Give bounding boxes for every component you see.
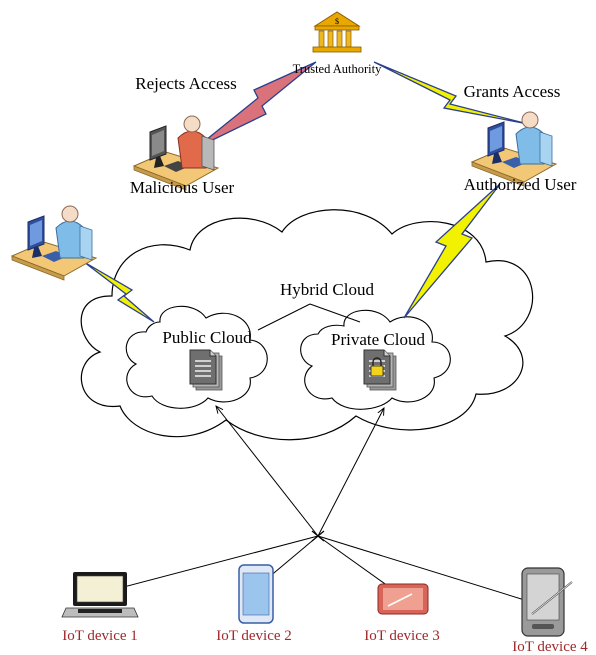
locked-document-icon [363,349,397,391]
trusted-authority-label: Trusted Authority [293,62,383,76]
arrow-to-private-cloud [317,408,384,537]
authorized-bolt [403,183,501,319]
smartphone-icon [238,564,274,624]
tablet-icon [377,583,429,615]
device-labels: IoT device 1 IoT device 2 IoT device 3 IoT … [62,628,588,655]
private-cloud-label: Private Cloud [331,330,425,349]
iot-arrows [119,406,545,607]
device-label-4: IoT device 4 [512,639,588,655]
device-label-2: IoT device 2 [216,628,292,644]
document-icon [189,349,223,391]
hybrid-cloud-label: Hybrid Cloud [280,280,374,299]
reject-bolt [195,61,317,149]
arrow-to-public-cloud [216,406,319,537]
laptop-icon [61,572,139,618]
cloud-link-line [257,303,311,331]
bank-icon: $ [312,11,362,53]
authority-symbol: $ [335,17,339,26]
grants-access-label: Grants Access [464,82,561,101]
device-label-3: IoT device 3 [364,628,440,644]
cloud-link-line [309,303,361,323]
public-cloud-label: Public Cloud [162,328,252,347]
pda-stylus-icon [521,567,573,637]
authorized-user-label: Authorized User [464,175,577,194]
user-bolt [83,261,155,323]
device-label-1: IoT device 1 [62,628,138,644]
cloud-user-icon [11,205,97,281]
link-device-4 [317,535,545,607]
link-device-1 [119,535,319,589]
rejects-access-label: Rejects Access [135,74,237,93]
malicious-user-label: Malicious User [130,178,235,197]
